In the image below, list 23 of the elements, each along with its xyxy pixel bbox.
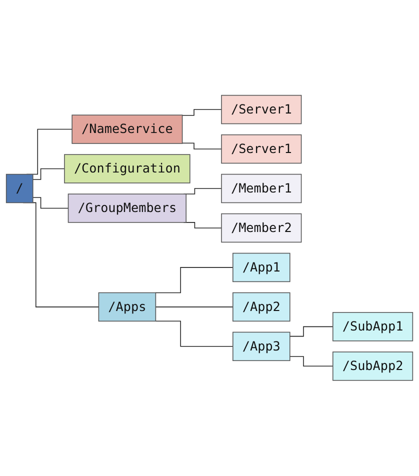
- node-box: /Server1: [221, 95, 302, 124]
- node-box: /: [6, 174, 34, 204]
- connector: [182, 109, 222, 116]
- node-box: /App2: [232, 292, 290, 322]
- connector: [155, 306, 234, 308]
- connector: [155, 320, 234, 347]
- node-box: /Configuration: [64, 154, 190, 184]
- node-box: /Apps: [98, 292, 156, 322]
- node-box: /NameService: [72, 114, 183, 144]
- connector: [182, 142, 222, 150]
- connector: [32, 197, 69, 209]
- connector: [290, 356, 334, 367]
- node-box: /SubApp2: [332, 352, 414, 381]
- node-box: /GroupMembers: [68, 194, 186, 223]
- node-box: /Server1: [221, 134, 302, 164]
- connector: [155, 267, 234, 294]
- node-box: /Member2: [221, 214, 302, 243]
- node-box: /App1: [232, 253, 290, 282]
- connector: [290, 326, 334, 337]
- node-box: /SubApp1: [332, 312, 414, 342]
- connector: [32, 168, 65, 180]
- node-box: /Member1: [221, 174, 302, 204]
- node-box: /App3: [232, 332, 290, 362]
